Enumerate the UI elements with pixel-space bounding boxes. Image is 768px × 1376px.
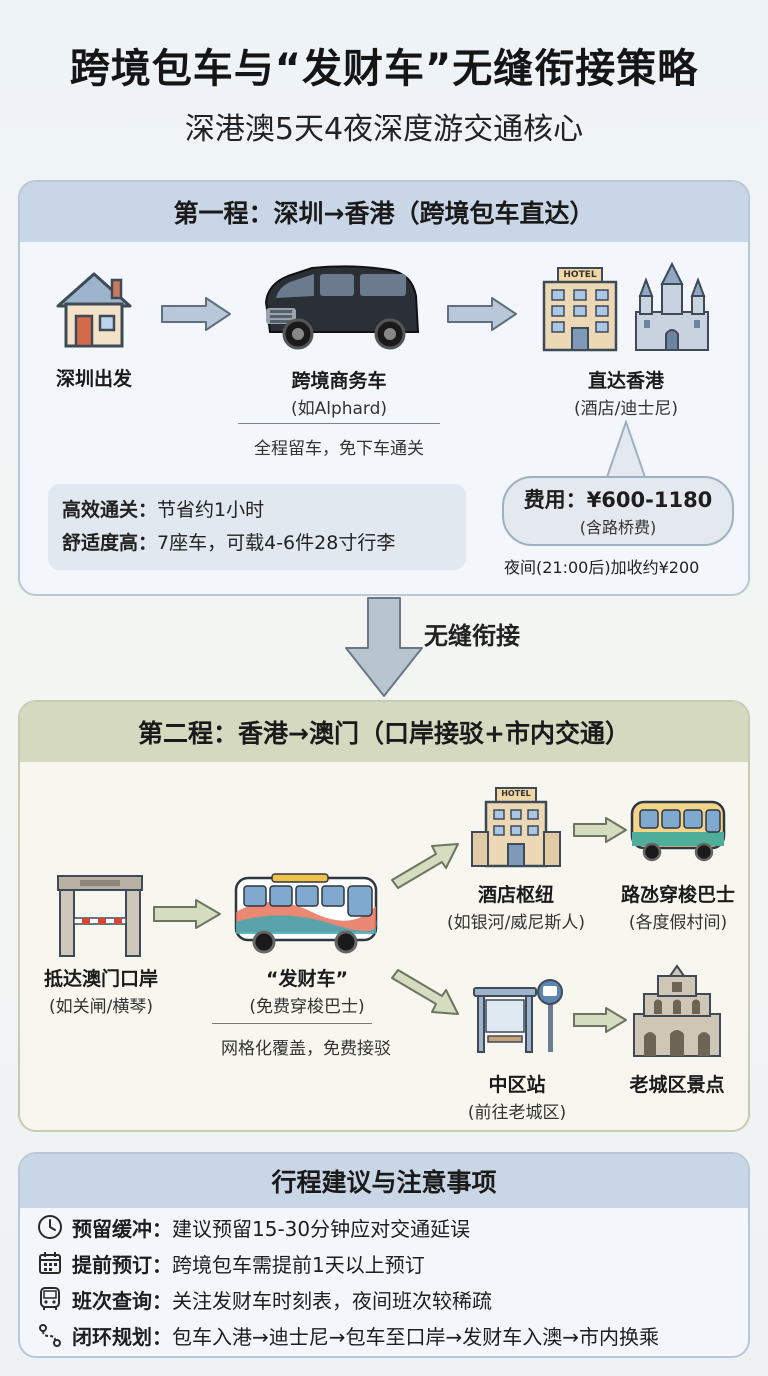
arrow-up-right-icon [391, 843, 459, 889]
casino-bus-icon [234, 873, 378, 954]
shuttle-label: 路氹穿梭巴士 [620, 884, 735, 906]
arrow-right-icon [447, 297, 517, 331]
tip-row: 闭环规划：包车入港→迪士尼→包车至口岸→发财车入澳→市内换乘 [36, 1320, 659, 1350]
divider [212, 1023, 372, 1024]
night-note: 夜间(21:00后)加收约¥200 [504, 558, 700, 577]
fee-bubble: 费用：¥600-1180 (含路桥费) [502, 476, 734, 546]
house-icon [56, 272, 132, 348]
bus-note: 网格化覆盖，免费接驳 [221, 1039, 391, 1059]
castle-icon [635, 262, 709, 351]
fee-line: 费用：¥600-1180 [523, 488, 713, 512]
fee-sub: (含路桥费) [579, 518, 657, 537]
benefit-row: 高效通关：节省约1小时 [62, 499, 265, 521]
vehicle-note: 全程留车，免下车通关 [254, 439, 424, 459]
arrow-right-icon [161, 297, 231, 331]
benefits-box: 高效通关：节省约1小时 舒适度高：7座车，可载4-6件28寸行李 [48, 484, 466, 570]
bus-label: “发财车” [266, 968, 348, 990]
oldtown-label: 老城区景点 [629, 1074, 725, 1096]
ruins-icon [633, 964, 721, 1057]
port-label: 抵达澳门口岸 [43, 968, 158, 990]
station-label: 中区站 [488, 1074, 546, 1096]
hub-sub: (如银河/威尼斯人) [447, 913, 585, 933]
clock-icon [36, 1213, 64, 1241]
arrow-right-icon [573, 1007, 627, 1033]
tips-panel: 行程建议与注意事项 [18, 1152, 750, 1358]
leg1-heading: 第一程：深圳→香港（跨境包车直达） [20, 182, 748, 242]
arrow-down-icon [345, 597, 423, 697]
hotel-sign: HOTEL [563, 270, 597, 280]
van-icon [264, 265, 420, 350]
vehicle-sub: (如Alphard) [290, 399, 388, 419]
port-sub: (如关闸/横琴) [49, 997, 153, 1017]
tip-row: 预留缓冲：建议预留15-30分钟应对交通延误 [36, 1212, 470, 1242]
benefit-row: 舒适度高：7座车，可载4-6件28寸行李 [62, 532, 396, 554]
hotel-icon [542, 267, 618, 352]
leg2-panel: 第二程：香港→澳门（口岸接驳+市内交通） [18, 700, 750, 1132]
arrow-right-icon [573, 817, 627, 843]
connector-label: 无缝衔接 [424, 622, 520, 650]
hotel-icon [471, 787, 561, 868]
border-gate-icon [57, 875, 143, 957]
page-subtitle: 深港澳5天4夜深度游交通核心 [184, 112, 584, 147]
bus-sub: (免费穿梭巴士) [249, 997, 365, 1017]
calendar-icon [36, 1249, 64, 1277]
arrow-down-right-icon [391, 969, 459, 1015]
bubble-pointer [604, 420, 648, 481]
dest-label: 直达香港 [587, 370, 664, 392]
leg2-heading: 第二程：香港→澳门（口岸接驳+市内交通） [20, 702, 748, 762]
divider [238, 423, 440, 424]
shuttle-sub: (各度假村间) [628, 913, 728, 933]
bus-icon [36, 1285, 64, 1313]
tip-row: 提前预订：跨境包车需提前1天以上预订 [36, 1248, 425, 1278]
dest-sub: (酒店/迪士尼) [574, 399, 678, 419]
station-sub: (前往老城区) [467, 1103, 567, 1123]
vehicle-label: 跨境商务车 [291, 370, 387, 392]
arrow-right-icon [153, 899, 221, 929]
hub-label: 酒店枢纽 [477, 884, 554, 906]
bus-stop-icon [473, 979, 563, 1053]
tips-heading: 行程建议与注意事项 [20, 1154, 748, 1208]
route-icon [36, 1321, 64, 1349]
tip-row: 班次查询：关注发财车时刻表，夜间班次较稀疏 [36, 1284, 492, 1314]
page-title: 跨境包车与“发财车”无缝衔接策略 [69, 46, 699, 92]
shuttle-bus-icon [630, 800, 726, 862]
hotel-sign: HOTEL [501, 789, 531, 798]
start-label: 深圳出发 [55, 368, 132, 390]
